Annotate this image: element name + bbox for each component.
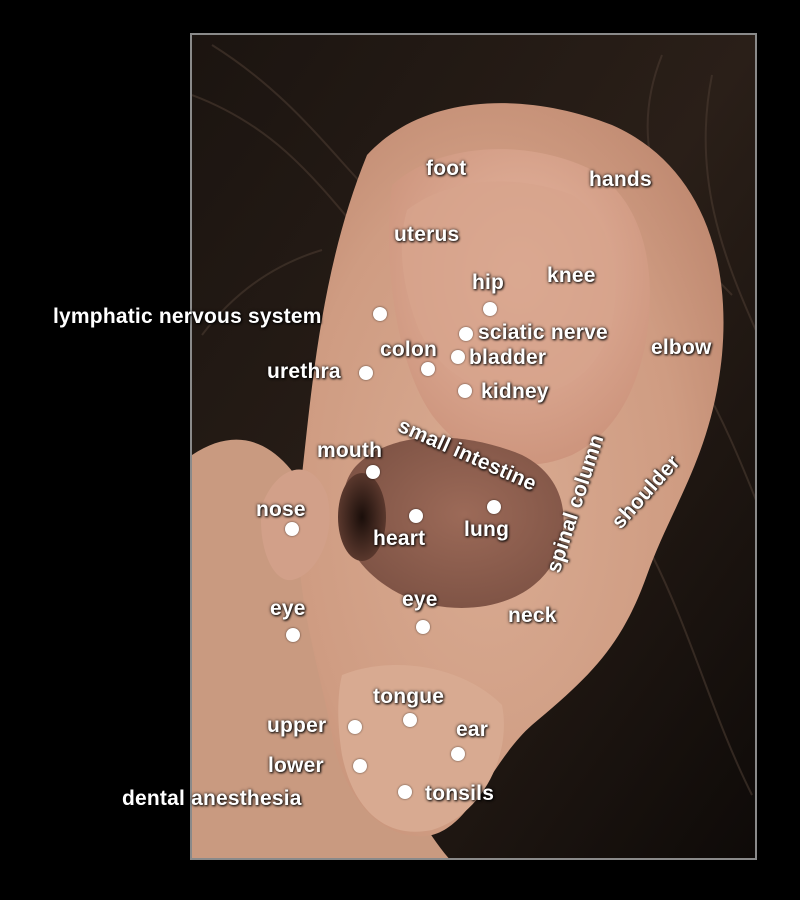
- point-ear-dot: [451, 747, 465, 761]
- label-dental-anesthesia: dental anesthesia: [122, 787, 302, 810]
- point-eye-inner-dot: [416, 620, 430, 634]
- label-tonsils: tonsils: [425, 782, 495, 805]
- point-tongue-dot: [403, 713, 417, 727]
- label-tongue: tongue: [373, 685, 445, 708]
- point-upper-dot: [348, 720, 362, 734]
- label-lower: lower: [268, 754, 324, 777]
- label-bladder: bladder: [469, 346, 547, 369]
- label-mouth: mouth: [317, 439, 383, 462]
- point-heart-dot: [409, 509, 423, 523]
- label-eye-outer: eye: [270, 597, 306, 620]
- point-sciatic-dot: [459, 327, 473, 341]
- ear-photo: [190, 33, 757, 860]
- label-hip: hip: [472, 271, 505, 294]
- label-heart: heart: [373, 527, 426, 550]
- point-eye-outer-dot: [286, 628, 300, 642]
- label-colon: colon: [380, 338, 437, 361]
- point-colon-dot: [421, 362, 435, 376]
- label-eye-inner: eye: [402, 588, 438, 611]
- label-nose: nose: [256, 498, 306, 521]
- point-urethra-dot: [359, 366, 373, 380]
- label-elbow: elbow: [651, 336, 712, 359]
- point-lung-dot: [487, 500, 501, 514]
- label-lymphatic-nervous-system: lymphatic nervous system: [53, 305, 322, 328]
- point-bladder-dot: [451, 350, 465, 364]
- point-lower-dot: [353, 759, 367, 773]
- label-uterus: uterus: [394, 223, 460, 246]
- label-neck: neck: [508, 604, 557, 627]
- point-mouth-dot: [366, 465, 380, 479]
- label-upper: upper: [267, 714, 327, 737]
- label-lung: lung: [464, 518, 510, 541]
- label-knee: knee: [547, 264, 596, 287]
- label-urethra: urethra: [267, 360, 341, 383]
- point-tonsils-dot: [398, 785, 412, 799]
- label-hands: hands: [589, 168, 652, 191]
- label-foot: foot: [426, 157, 467, 180]
- point-kidney-dot: [458, 384, 472, 398]
- point-nose-dot: [285, 522, 299, 536]
- label-sciatic-nerve: sciatic nerve: [478, 321, 608, 344]
- point-lymphatic-dot: [373, 307, 387, 321]
- label-ear: ear: [456, 718, 489, 741]
- label-kidney: kidney: [481, 380, 549, 403]
- point-hip-dot: [483, 302, 497, 316]
